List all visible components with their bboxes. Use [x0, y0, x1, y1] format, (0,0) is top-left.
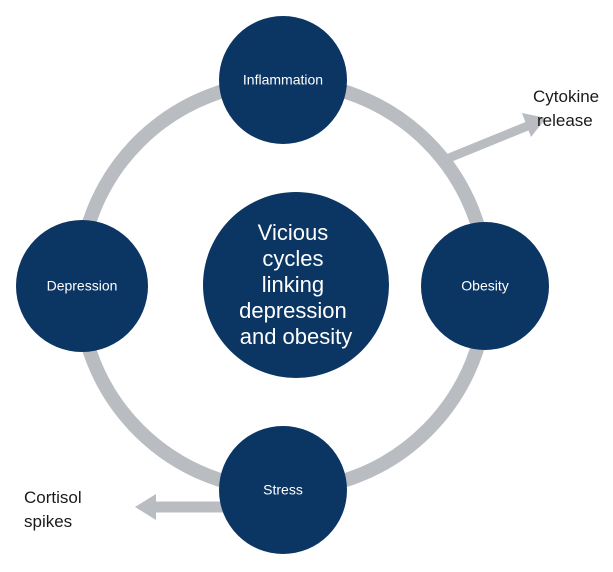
node-inflammation: Inflammation — [219, 16, 347, 144]
center-line: and obesity — [240, 324, 353, 349]
cytokine-arrow — [442, 113, 546, 165]
center-node: Vicious cycles linking depression and ob… — [203, 192, 389, 378]
node-obesity: Obesity — [421, 222, 549, 350]
center-line: Vicious — [258, 220, 329, 245]
node-label: Inflammation — [243, 72, 323, 88]
node-circle — [219, 426, 347, 554]
center-title: Vicious cycles linking depression and ob… — [239, 220, 353, 349]
cortisol-arrow — [135, 494, 228, 520]
cortisol-line: Cortisol — [24, 488, 82, 507]
node-stress: Stress — [219, 426, 347, 554]
node-circle — [421, 222, 549, 350]
node-circle — [219, 16, 347, 144]
cytokine-line: release — [537, 111, 593, 130]
cortisol-label: Cortisol spikes — [24, 488, 86, 531]
center-line: linking — [262, 272, 324, 297]
cytokine-label: Cytokine release — [533, 87, 604, 130]
center-line: cycles — [262, 246, 323, 271]
cortisol-line: spikes — [24, 512, 72, 531]
node-depression: Depression — [16, 220, 148, 352]
node-label: Obesity — [461, 278, 508, 294]
center-line: depression — [239, 298, 347, 323]
node-circle — [16, 220, 148, 352]
cytokine-line: Cytokine — [533, 87, 599, 106]
node-label: Stress — [263, 482, 303, 498]
node-label: Depression — [47, 278, 118, 294]
center-circle — [203, 192, 389, 378]
